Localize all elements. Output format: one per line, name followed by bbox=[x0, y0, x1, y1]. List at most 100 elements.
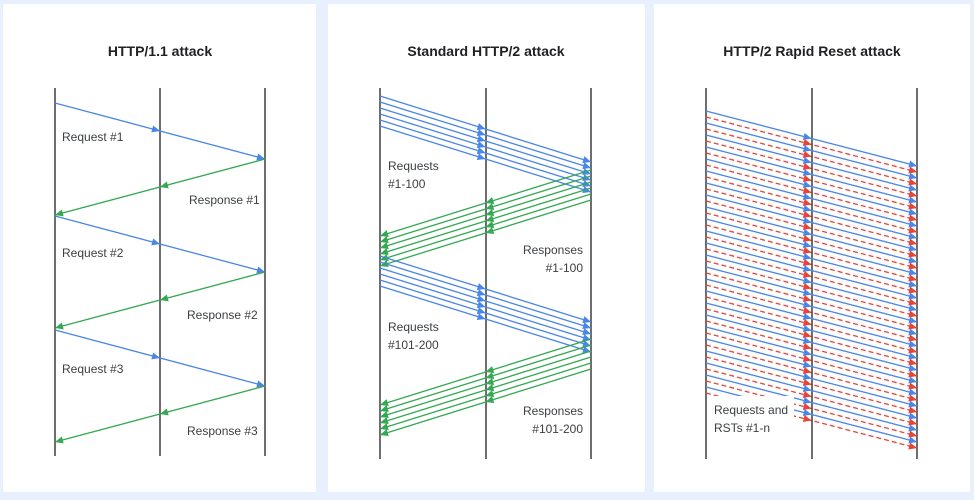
arrowhead bbox=[802, 234, 812, 242]
arrowhead bbox=[802, 252, 812, 260]
arrowhead bbox=[908, 370, 917, 378]
arrowhead bbox=[151, 125, 160, 133]
arrowhead bbox=[55, 322, 64, 330]
arrowhead bbox=[908, 172, 917, 180]
arrowhead bbox=[485, 209, 495, 217]
arrowhead bbox=[802, 276, 812, 284]
arrowhead bbox=[908, 220, 917, 228]
arrowhead bbox=[908, 178, 917, 186]
arrowhead bbox=[802, 384, 812, 392]
arrowhead bbox=[802, 408, 812, 416]
arrowhead bbox=[380, 248, 389, 256]
label-responses-1-100-line2: #1-100 bbox=[546, 261, 584, 275]
panel-title: HTTP/1.1 attack bbox=[108, 43, 212, 59]
arrowhead bbox=[908, 250, 917, 258]
label-responses-101-200-line1: Responses bbox=[523, 404, 583, 418]
arrowhead bbox=[802, 270, 812, 278]
arrowhead bbox=[582, 162, 591, 170]
arrowhead bbox=[380, 429, 389, 437]
rst-arrow bbox=[705, 296, 918, 353]
arrowhead bbox=[908, 214, 917, 222]
arrowhead bbox=[802, 258, 812, 266]
arrowhead bbox=[908, 268, 917, 276]
arrowhead bbox=[151, 352, 160, 360]
arrowhead bbox=[485, 221, 495, 229]
panel-rapid-reset-attack: HTTP/2 Rapid Reset attack Requests and R… bbox=[654, 4, 970, 492]
arrowhead bbox=[908, 196, 917, 204]
arrowhead bbox=[802, 348, 812, 356]
arrowhead bbox=[908, 274, 917, 282]
panel-standard-http2-attack: Standard HTTP/2 attack Requests #1-100 R… bbox=[328, 4, 645, 492]
arrowhead bbox=[908, 442, 917, 450]
arrowhead bbox=[582, 322, 591, 330]
arrowhead bbox=[485, 227, 495, 235]
arrowhead bbox=[380, 236, 389, 244]
arrowhead bbox=[485, 390, 495, 398]
arrowhead bbox=[380, 242, 389, 250]
arrowhead bbox=[476, 301, 486, 309]
rst-arrow bbox=[705, 356, 918, 413]
arrowhead bbox=[802, 210, 812, 218]
arrowhead bbox=[802, 174, 812, 182]
arrowhead bbox=[802, 216, 812, 224]
arrowhead bbox=[908, 424, 917, 432]
arrowhead bbox=[582, 316, 591, 324]
arrowhead bbox=[908, 304, 917, 312]
message-arrows bbox=[54, 102, 266, 444]
arrowhead bbox=[380, 230, 389, 238]
arrowhead bbox=[802, 360, 812, 368]
arrowhead bbox=[802, 222, 812, 230]
arrowhead bbox=[802, 288, 812, 296]
arrowhead bbox=[802, 372, 812, 380]
message-arrows bbox=[379, 95, 592, 437]
arrowhead bbox=[476, 129, 486, 137]
arrowhead bbox=[908, 298, 917, 306]
arrowhead bbox=[802, 264, 812, 272]
arrowhead bbox=[908, 430, 917, 438]
arrowhead bbox=[908, 244, 917, 252]
arrowhead bbox=[908, 226, 917, 234]
arrowhead bbox=[802, 186, 812, 194]
http2-sequence-diagram: Standard HTTP/2 attack Requests #1-100 R… bbox=[379, 43, 592, 459]
arrowhead bbox=[802, 180, 812, 188]
panel-http11-attack: HTTP/1.1 attack Request #1 Response #1 R… bbox=[3, 4, 316, 492]
rst-arrow bbox=[705, 188, 918, 245]
arrowhead bbox=[476, 147, 486, 155]
arrowhead bbox=[908, 184, 917, 192]
arrowhead bbox=[802, 312, 812, 320]
arrowhead bbox=[908, 400, 917, 408]
arrowhead bbox=[485, 203, 495, 211]
arrowhead bbox=[802, 168, 812, 176]
arrowhead bbox=[802, 198, 812, 206]
label-response-3: Response #3 bbox=[187, 424, 258, 438]
arrowhead bbox=[802, 162, 812, 170]
arrowhead bbox=[802, 246, 812, 254]
arrowhead bbox=[476, 307, 486, 315]
arrowhead bbox=[485, 215, 495, 223]
panel-title: HTTP/2 Rapid Reset attack bbox=[723, 43, 901, 59]
arrowhead bbox=[908, 376, 917, 384]
rst-arrow bbox=[705, 272, 918, 329]
rst-arrow bbox=[705, 224, 918, 281]
arrowhead bbox=[802, 204, 812, 212]
rst-arrow bbox=[705, 368, 918, 425]
arrowhead bbox=[908, 406, 917, 414]
arrowhead bbox=[256, 380, 265, 388]
arrowhead bbox=[908, 328, 917, 336]
rst-arrow bbox=[705, 128, 918, 185]
arrowhead bbox=[802, 354, 812, 362]
arrowhead bbox=[908, 382, 917, 390]
arrowhead bbox=[908, 334, 917, 342]
rst-arrow bbox=[705, 116, 918, 173]
rst-arrow bbox=[705, 332, 918, 389]
arrowhead bbox=[908, 310, 917, 318]
arrowhead bbox=[802, 378, 812, 386]
arrowhead bbox=[256, 266, 265, 274]
arrowhead bbox=[908, 394, 917, 402]
arrowhead bbox=[802, 282, 812, 290]
label-request-3: Request #3 bbox=[62, 362, 124, 376]
arrowhead bbox=[485, 366, 495, 374]
arrowhead bbox=[908, 418, 917, 426]
arrowhead bbox=[802, 390, 812, 398]
rst-arrow bbox=[705, 140, 918, 197]
